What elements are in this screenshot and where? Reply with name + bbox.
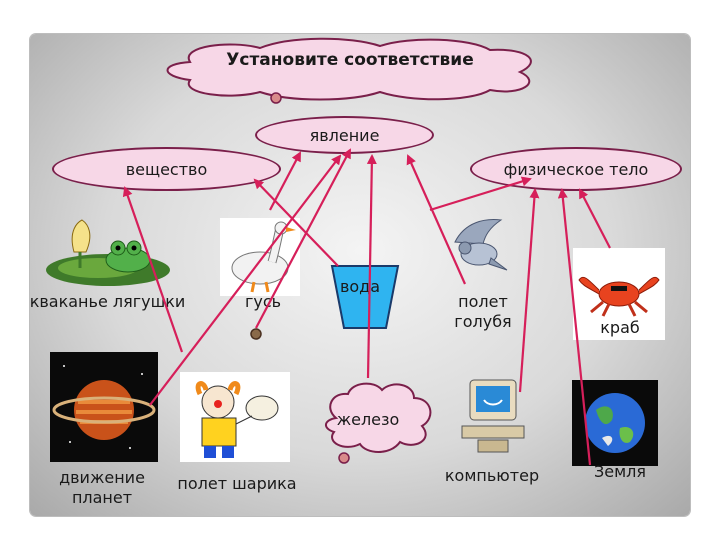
arrow-balloon-to-phenomenon (149, 154, 342, 406)
arrow-iron-to-phenomenon (366, 154, 377, 379)
planet-saturn-icon (50, 352, 158, 462)
label-earth: Земля (593, 462, 647, 481)
label-iron: железо (336, 410, 400, 429)
goose-icon (220, 218, 300, 296)
arrow-computer-to-physical-body (518, 188, 540, 393)
label-crab: краб (600, 318, 640, 337)
title-text: Установите соответствие (226, 50, 474, 70)
phenomenon-label: явление (309, 125, 380, 145)
crab-icon (573, 248, 665, 340)
label-frog: кваканье лягушки (29, 292, 186, 311)
arrow-planets-to-substance (122, 186, 184, 353)
iron-connector-dot (338, 452, 350, 464)
title-cloud (166, 37, 532, 101)
arrow-crab-to-physical-body (579, 188, 611, 249)
arrow-earth-to-physical-body (557, 188, 592, 466)
title-connector-dot (270, 92, 282, 104)
arrow-goose-to-physical-body (255, 148, 351, 329)
physical-body-label: физическое тело (503, 159, 649, 179)
label-planets: движение планет (59, 468, 145, 507)
arrow-pigeon-to-physical-body (429, 176, 532, 212)
substance-label: вещество (125, 159, 208, 179)
water-cup-icon (330, 265, 400, 329)
arrow-water-to-substance (253, 178, 339, 267)
label-computer: компьютер (444, 466, 540, 485)
computer-icon (461, 379, 525, 453)
substance-oval: вещество (52, 147, 281, 191)
iron-cloud (325, 382, 432, 453)
pigeon-icon (454, 219, 508, 271)
arrow-pigeon-to-phenomenon (406, 154, 467, 285)
frog-icon (46, 219, 170, 286)
phenomenon-oval: явление (255, 116, 434, 154)
label-pigeon: полет голубя (454, 292, 512, 331)
clown-balloon-icon (180, 372, 290, 462)
label-balloon: полет шарика (177, 474, 297, 493)
goose-connector-dot (250, 328, 262, 340)
physical-body-oval: физическое тело (470, 147, 682, 191)
